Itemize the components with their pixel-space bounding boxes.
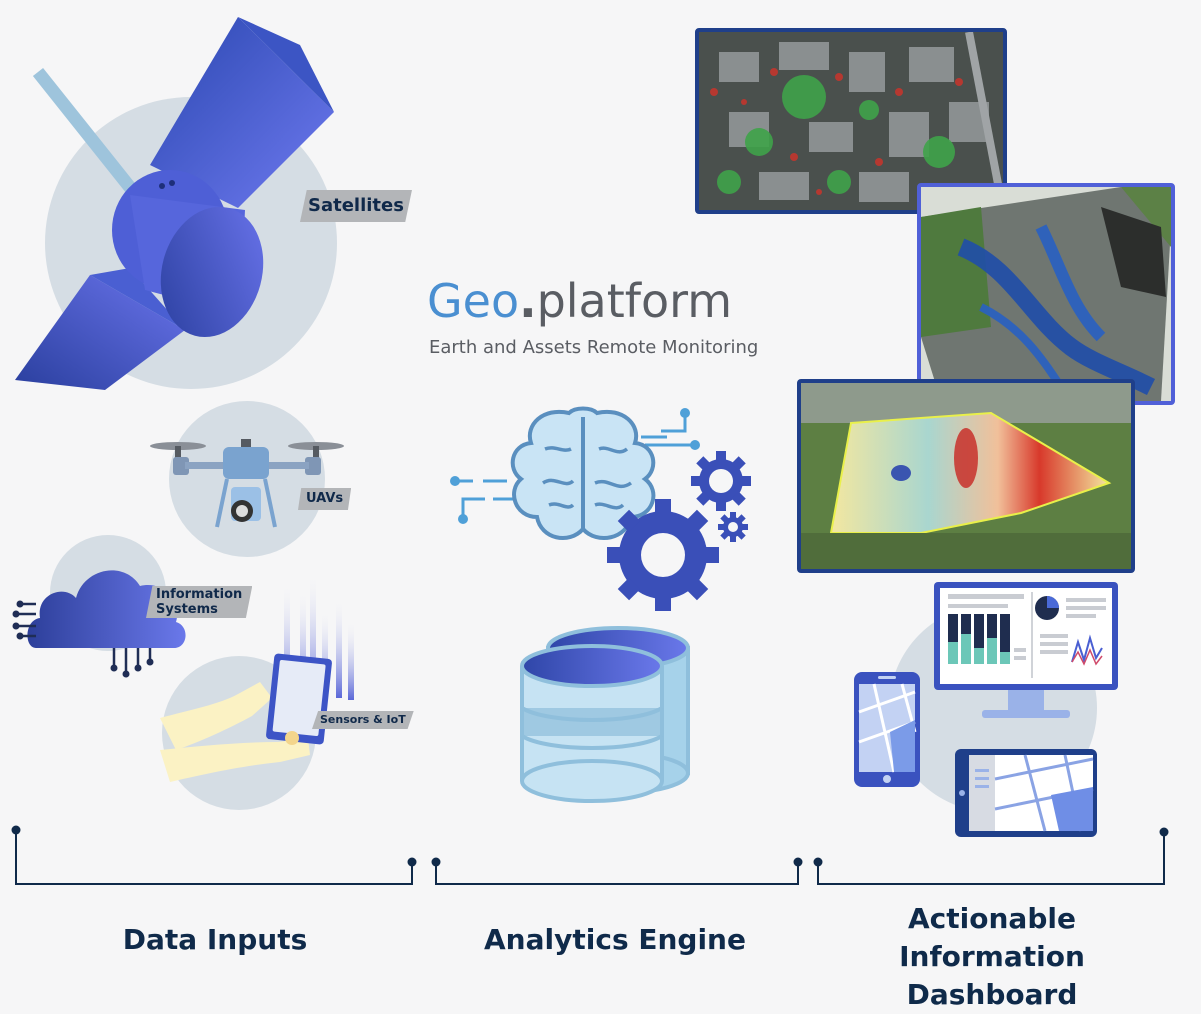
satellites-label: Satellites — [300, 190, 412, 222]
terrain-heatmap — [801, 383, 1131, 569]
phone-map-icon — [854, 672, 920, 787]
sensors-iot-label: Sensors & IoT — [312, 711, 414, 729]
tablet-map-icon — [955, 749, 1097, 837]
brand-dot: . — [519, 274, 537, 328]
brand-platform: platform — [536, 274, 733, 328]
information-systems-label: Information Systems — [146, 586, 253, 618]
dashboard-heading-line1: Actionable Information — [899, 902, 1085, 973]
information-systems-line1: Information — [156, 587, 243, 602]
flood-map — [921, 187, 1171, 401]
data-inputs-heading: Data Inputs — [122, 923, 308, 956]
data-inputs-bracket — [15, 830, 413, 885]
information-systems-line2: Systems — [156, 602, 218, 617]
section-brackets — [11, 825, 1169, 885]
brand-title: Geo.platform — [427, 276, 732, 326]
dashboard-heading: Actionable Information Dashboard — [812, 900, 1172, 1014]
uavs-label: UAVs — [298, 488, 352, 510]
brain-gears-icon — [450, 406, 751, 611]
database-icon — [520, 626, 690, 803]
brand-tagline: Earth and Assets Remote Monitoring — [429, 337, 759, 358]
brand-geo: Geo — [427, 274, 520, 328]
monitor-dashboard-icon — [934, 582, 1118, 718]
dashboard-heading-line2: Dashboard — [906, 978, 1078, 1011]
terrain-heatmap-image — [797, 379, 1135, 573]
sensors-iot-icon — [160, 572, 354, 782]
flood-map-image — [917, 183, 1175, 405]
dashboard-bracket — [817, 832, 1165, 885]
urban-aerial-map — [699, 32, 1003, 210]
analytics-bracket — [435, 862, 799, 885]
analytics-engine-heading: Analytics Engine — [484, 923, 746, 956]
satellite-icon — [15, 17, 334, 390]
urban-aerial-image — [695, 28, 1007, 214]
cloud-icon — [12, 570, 186, 678]
drone-icon — [150, 439, 344, 528]
